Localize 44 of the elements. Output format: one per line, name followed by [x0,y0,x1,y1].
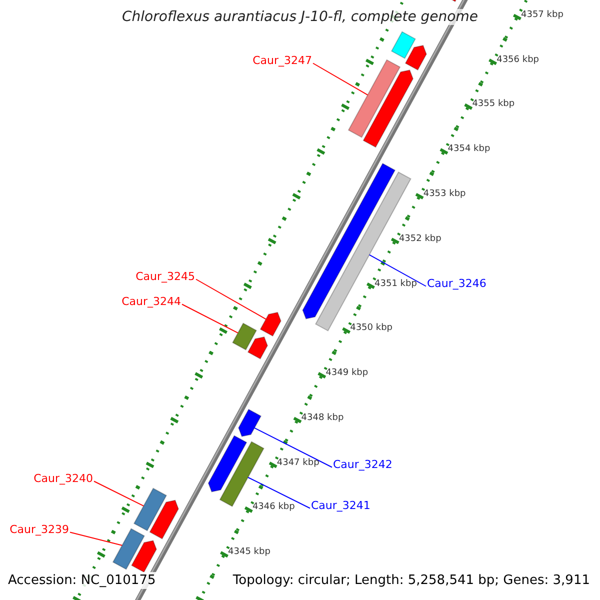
gene-label: Caur_3247 [252,55,312,66]
scale-label: 4351 kbp [374,280,417,289]
gene-label: Caur_3245 [136,271,195,282]
gene-block-pointed [260,312,282,337]
gene-block-pointed [404,44,427,71]
gene-block [112,528,146,570]
gene-block-pointed [302,162,396,320]
gene-block [390,31,416,59]
leader-line [248,476,310,509]
gene-block-pointed [208,435,248,492]
title: Chloroflexus aurantiacus J-10-fl, complete genome [122,9,478,25]
gene-block-pointed [362,70,414,148]
leader-line [312,62,368,96]
scale-label: 4346 kbp [252,503,295,512]
scale-label: 4352 kbp [398,234,442,244]
leader-line [254,427,332,468]
leader-line [196,278,266,320]
scale-label: 4357 kbp [521,10,564,20]
scale-label: 4356 kbp [496,56,539,65]
gene-block-pointed [247,336,268,360]
leader-line [368,254,426,287]
gene-label: Caur_3244 [122,296,181,307]
gene-label: Caur_3246 [427,278,486,289]
gene-block [133,488,168,532]
scale-label: 4348 kbp [301,414,344,423]
scale-label: 4355 kbp [472,100,515,110]
scale-label: 4345 kbp [228,548,270,558]
gene-label: Caur_3240 [34,473,93,484]
gene-block-pointed [238,408,262,438]
gene-block-pointed [130,540,157,573]
gene-label: Caur_3242 [333,459,392,470]
leader-line [182,304,238,334]
scale-label: 4353 kbp [423,190,466,199]
scale-label: 4349 kbp [326,369,368,378]
gene-block [348,59,401,138]
leader-line [94,480,144,506]
scale-label: 4354 kbp [448,145,490,154]
scale-label: 4350 kbp [350,324,393,334]
gene-label: Caur_3239 [10,524,69,535]
gene-block-pointed [149,500,179,540]
leader-line [70,532,123,546]
gene-label: Caur_3241 [311,500,370,511]
scale-label: 4347 kbp [276,458,320,468]
gene-block [232,322,258,350]
